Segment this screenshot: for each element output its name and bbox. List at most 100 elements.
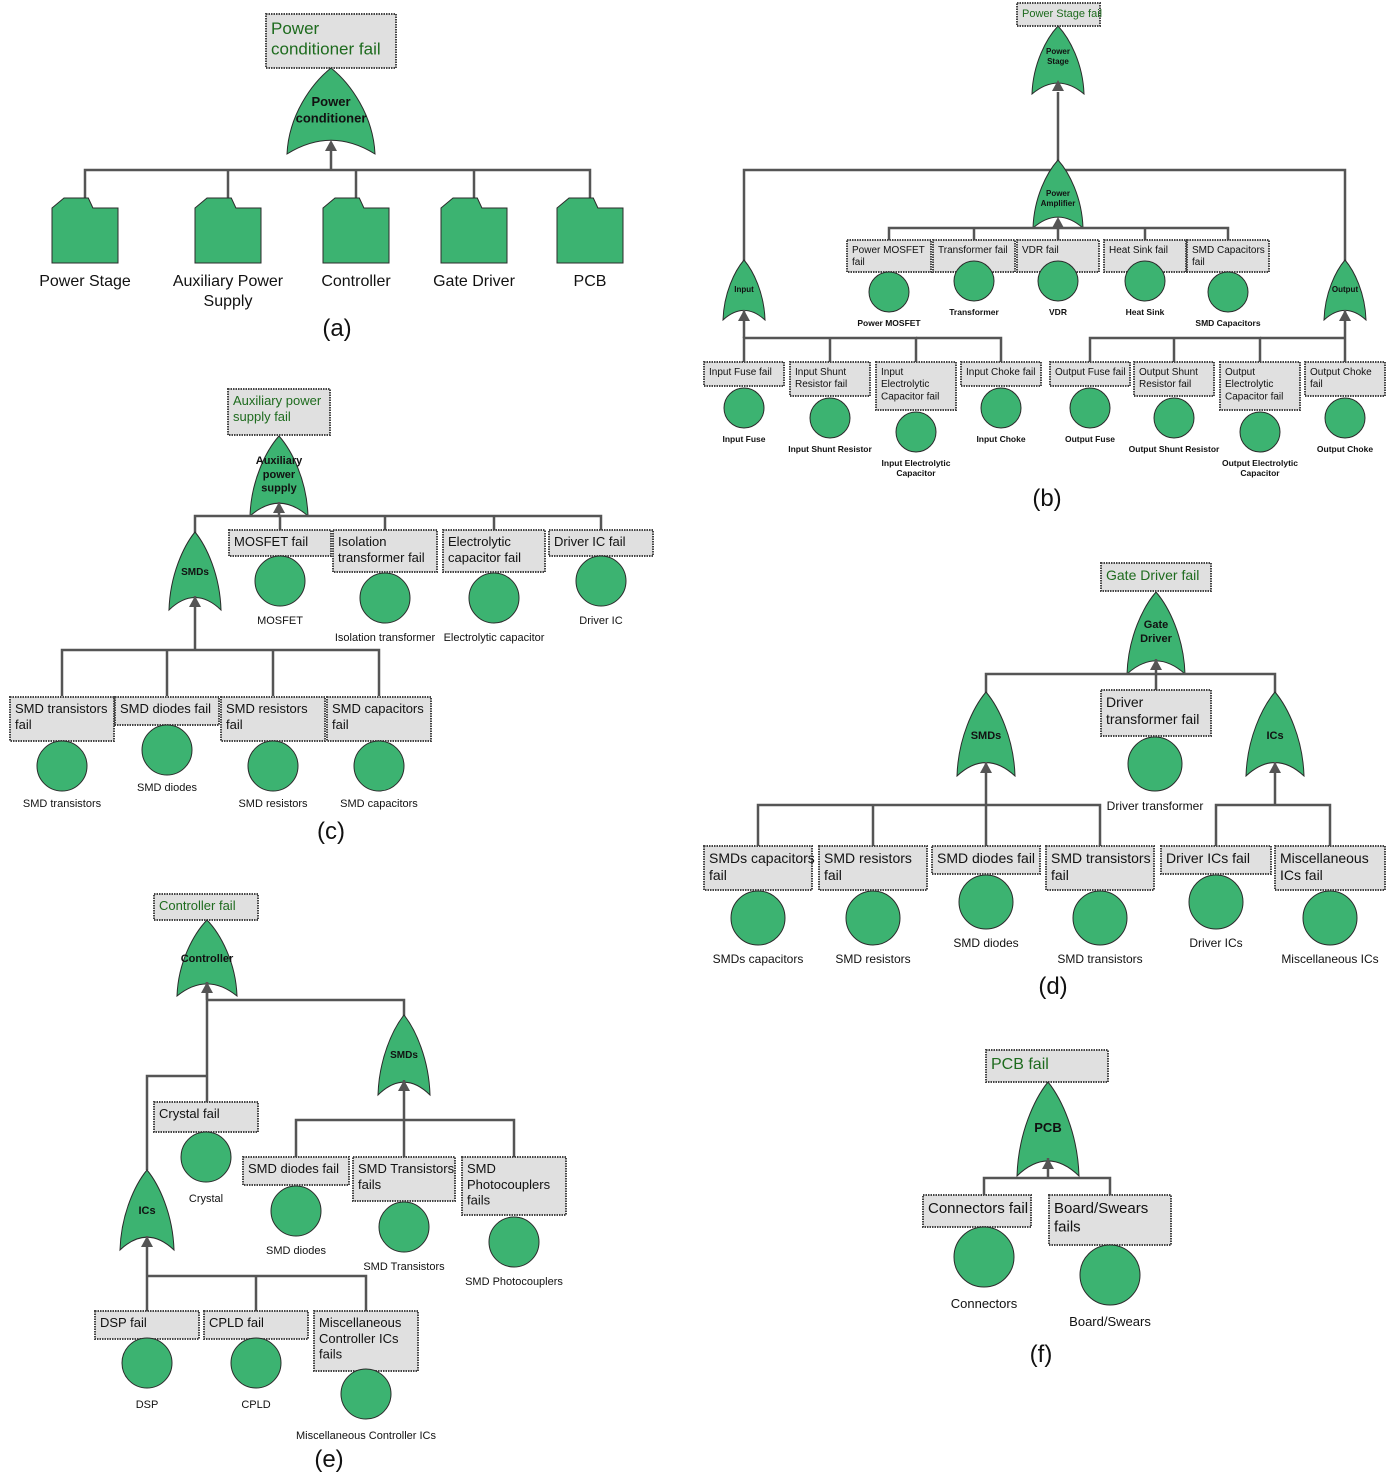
panel-c-box-smd-diodes-fail: SMD diodes fail bbox=[114, 696, 220, 726]
or-gate-icon bbox=[722, 259, 766, 322]
panel-b-output-name-output-shunt-resistor: Output Shunt Resistor bbox=[1129, 444, 1220, 454]
panel-e-top-event-rect bbox=[153, 893, 259, 921]
panel-b-gate-input: Input bbox=[722, 259, 766, 322]
panel-c-top-event-rect bbox=[227, 388, 331, 436]
panel-f-box-connectors-fail: Connectors fail bbox=[922, 1194, 1032, 1228]
panel-b-output-box-output-electrolytic-capacitor-fail-rect bbox=[1219, 361, 1301, 411]
panel-d-gate-smds: SMDs bbox=[956, 691, 1016, 778]
transfer-folder-icon bbox=[556, 197, 624, 264]
panel-b-box-vdr-fail: VDR fail bbox=[1016, 239, 1100, 273]
panel-b-top-event: Power Stage fail bbox=[1016, 2, 1102, 27]
panel-d-name-smd-transistors: SMD transistors bbox=[1057, 952, 1142, 966]
panel-b-box-transformer-fail-text: Transformer fail bbox=[938, 245, 1008, 256]
basic-event-icon bbox=[1188, 874, 1244, 930]
panel-b-gate-output: Output bbox=[1323, 259, 1367, 322]
basic-event-icon bbox=[359, 572, 411, 624]
panel-d-box-smd-diodes-fail-rect bbox=[931, 845, 1041, 875]
basic-event-icon bbox=[953, 260, 995, 302]
panel-f-top-event: PCB fail bbox=[985, 1049, 1109, 1083]
basic-event-icon bbox=[247, 740, 299, 792]
panel-d-name-driver-ics: Driver ICs bbox=[1189, 936, 1242, 950]
panel-d-name-smds-capacitors: SMDs capacitors bbox=[713, 952, 804, 966]
basic-event-icon bbox=[575, 555, 627, 607]
panel-f-label: (f) bbox=[1030, 1341, 1053, 1368]
panel-d-name-miscellaneous-ics: Miscellaneous ICs bbox=[1281, 952, 1378, 966]
panel-b-input-box-input-choke-fail-rect bbox=[960, 361, 1042, 387]
basic-event-icon bbox=[953, 1226, 1015, 1288]
transfer-folder-icon bbox=[194, 197, 262, 264]
panel-d-box-miscellaneous-ics-fail-rect bbox=[1274, 845, 1386, 891]
basic-event-icon bbox=[1127, 736, 1183, 792]
panel-b-input-box-input-choke-fail: Input Choke fail bbox=[960, 361, 1042, 387]
panel-d-box-driver-ics-fail-rect bbox=[1160, 845, 1272, 875]
or-gate-icon bbox=[1245, 691, 1305, 778]
basic-event-icon bbox=[340, 1368, 392, 1420]
basic-event-icon bbox=[868, 271, 910, 313]
panel-c-box-mosfet-fail: MOSFET fail bbox=[228, 529, 332, 557]
panel-e-name-smd-photocouplers: SMD Photocouplers bbox=[465, 1276, 563, 1288]
panel-f-gate-top-label: PCB bbox=[1034, 1120, 1061, 1135]
panel-d-top-event-rect bbox=[1100, 562, 1212, 592]
panel-e-box-dsp-fail: DSP fail bbox=[94, 1310, 200, 1340]
or-gate-icon bbox=[286, 67, 376, 155]
basic-event-icon bbox=[180, 1131, 232, 1183]
panel-b-input-box-input-choke-fail-text: Input Choke fail bbox=[966, 367, 1036, 378]
panel-c-box-electrolytic-capacitor-fail-rect bbox=[442, 529, 546, 573]
connector-line bbox=[193, 514, 603, 540]
panel-e-name-smd-transistors: SMD Transistors bbox=[363, 1261, 445, 1273]
panel-d-box-smd-resistors-fail-rect bbox=[818, 845, 928, 891]
panel-b-name-smd-capacitors: SMD Capacitors bbox=[1195, 318, 1260, 328]
or-gate-icon bbox=[1031, 25, 1085, 96]
or-gate-icon bbox=[119, 1169, 175, 1252]
panel-e-box-crystal-fail-text: Crystal fail bbox=[159, 1106, 220, 1121]
connector-line bbox=[756, 803, 1102, 846]
panel-e-name-crystal: Crystal bbox=[189, 1193, 223, 1205]
connector-line bbox=[60, 648, 381, 696]
panel-f-top-event-text: PCB fail bbox=[991, 1056, 1049, 1073]
panel-e-gate-top-label: Controller bbox=[181, 953, 234, 965]
or-gate-icon bbox=[249, 435, 309, 518]
panel-e-top-event-text: Controller fail bbox=[159, 898, 236, 913]
panel-b-output-box-output-fuse-fail: Output Fuse fail bbox=[1049, 361, 1131, 387]
basic-event-icon bbox=[958, 874, 1014, 930]
connector-line bbox=[145, 1074, 207, 1170]
panel-b-output-name-output-fuse: Output Fuse bbox=[1065, 434, 1115, 444]
panel-c-box-driver-ic-fail: Driver IC fail bbox=[548, 529, 654, 557]
panel-c-name-electrolytic-capacitor: Electrolytic capacitor bbox=[444, 632, 545, 644]
panel-a-transfer-pcb: PCB bbox=[574, 273, 607, 290]
basic-event-icon bbox=[895, 411, 937, 453]
panel-b-output-box-output-choke-fail-rect bbox=[1304, 361, 1386, 397]
panel-c-name-smd-transistors: SMD transistors bbox=[23, 798, 102, 810]
panel-c-box-smd-diodes-fail-text: SMD diodes fail bbox=[120, 701, 211, 716]
connector-line bbox=[207, 998, 406, 1020]
panel-d-gate-smds-label: SMDs bbox=[971, 730, 1002, 742]
or-gate-icon bbox=[956, 691, 1016, 778]
transfer-folder-icon bbox=[51, 197, 119, 264]
panel-c-name-smd-resistors: SMD resistors bbox=[238, 798, 308, 810]
basic-event-icon bbox=[378, 1201, 430, 1253]
panel-d-label: (d) bbox=[1038, 973, 1067, 1000]
panel-e-gate-top: Controller bbox=[176, 919, 238, 998]
panel-f-name-board-swears: Board/Swears bbox=[1069, 1314, 1151, 1329]
panel-e-box-dsp-fail-text: DSP fail bbox=[100, 1315, 147, 1330]
arrow-icon bbox=[1052, 217, 1064, 228]
basic-event-icon bbox=[1124, 260, 1166, 302]
panel-b-name-vdr: VDR bbox=[1049, 307, 1067, 317]
